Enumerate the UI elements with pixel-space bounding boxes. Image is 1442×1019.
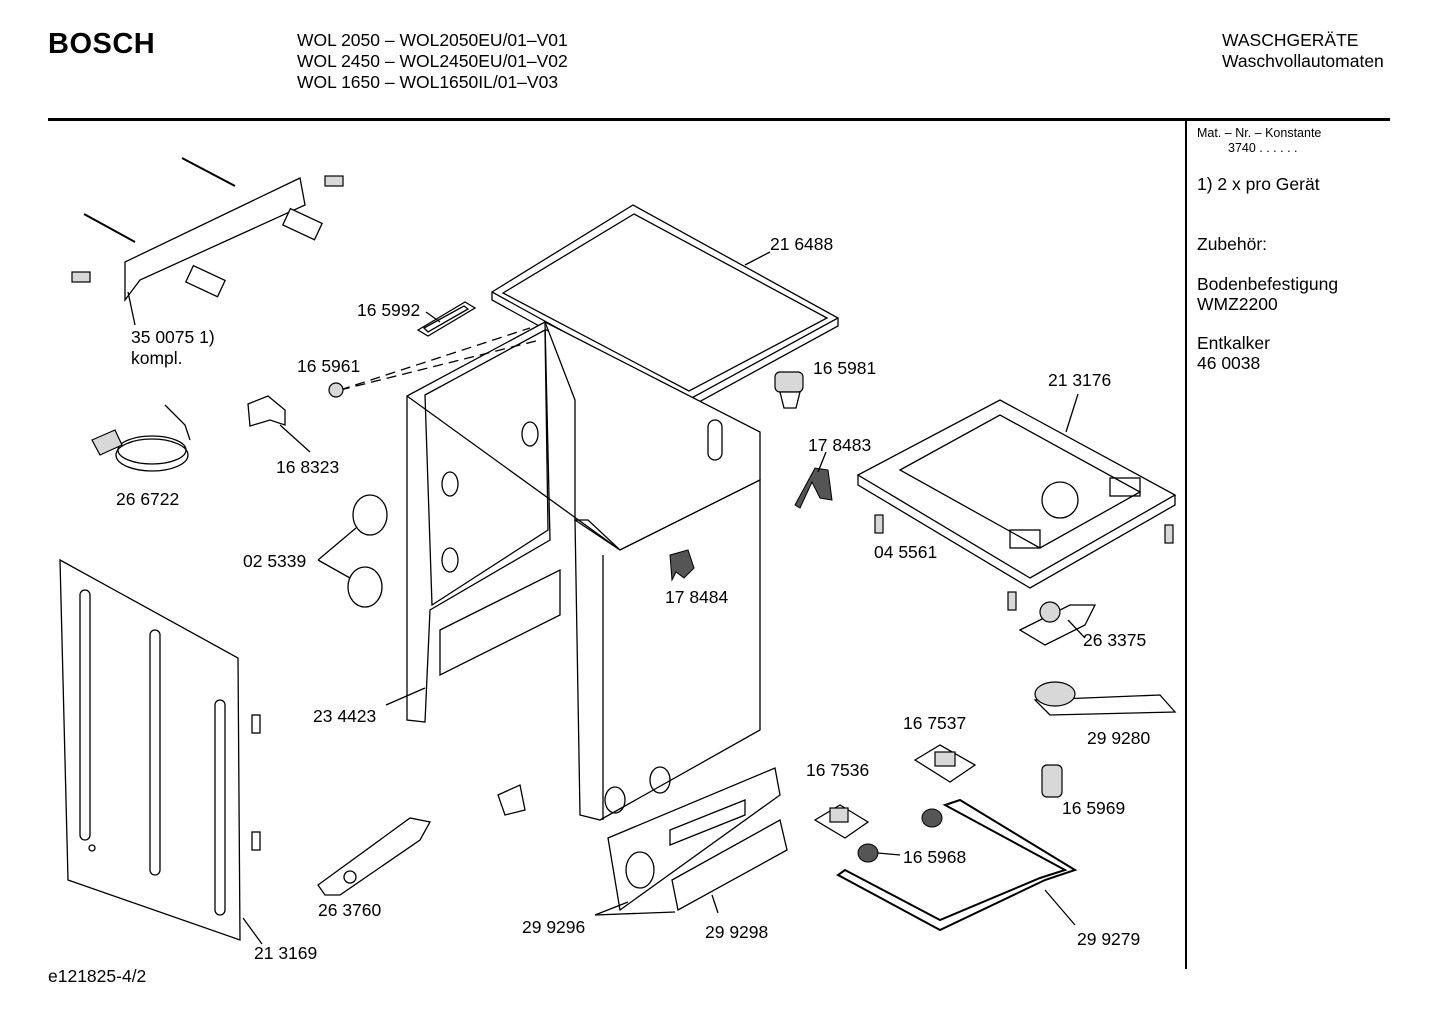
leader-line	[594, 911, 676, 916]
drawer-drawing	[671, 819, 788, 911]
part-label: 17 8483	[808, 435, 872, 455]
switch-drawing	[913, 744, 977, 783]
mounting-kit-drawing	[71, 157, 344, 302]
part-label: 35 0075 1)	[131, 327, 215, 347]
part-label: 17 8484	[665, 587, 729, 607]
leader-line	[385, 687, 426, 706]
part-label: 26 3375	[1083, 630, 1147, 650]
leader-line	[1065, 393, 1079, 433]
model-line: WOL 2050 – WOL2050EU/01–V01	[297, 30, 568, 50]
part-label: 16 8323	[276, 457, 340, 477]
accessories-title: Zubehör:	[1197, 234, 1268, 254]
part-label: 16 7537	[903, 713, 967, 733]
part-label: 16 5981	[813, 358, 877, 378]
label-plate-drawing	[416, 301, 477, 337]
part-label: 29 9279	[1077, 929, 1141, 949]
part-label: 02 5339	[243, 551, 307, 571]
mat-nr-label: Mat. – Nr. – Konstante	[1197, 126, 1322, 140]
latch-drawing	[669, 549, 695, 582]
accessory-code: WMZ2200	[1197, 294, 1278, 314]
part-label: 16 5992	[357, 300, 421, 320]
part-label: 21 3169	[254, 943, 318, 963]
wrench-drawing	[317, 817, 432, 896]
footnote: 1) 2 x pro Gerät	[1197, 174, 1320, 194]
base-frame-drawing	[856, 399, 1177, 589]
category-title: WASCHGERÄTE	[1222, 30, 1359, 50]
model-line: WOL 2450 – WOL2450EU/01–V02	[297, 51, 568, 71]
mount-drawing	[1018, 601, 1097, 646]
leader-line	[425, 311, 441, 323]
bracket-drawing	[497, 784, 526, 816]
leader-line	[594, 901, 629, 916]
part-label: 26 6722	[116, 489, 180, 509]
clip-drawing	[247, 395, 286, 427]
cabinet-drawing	[406, 320, 761, 821]
leader-line	[744, 251, 771, 266]
clip-drawing	[774, 371, 804, 409]
side-panel-drawing	[59, 558, 261, 941]
hinge-drawing	[794, 467, 833, 509]
category-subtitle: Waschvollautomaten	[1222, 51, 1384, 71]
part-label: 23 4423	[313, 706, 377, 726]
drawing-id: e121825-4/2	[48, 966, 147, 986]
accessory-name: Bodenbefestigung	[1197, 274, 1339, 294]
plug-drawing	[328, 382, 344, 398]
worktop-drawing	[490, 204, 840, 409]
part-label: 16 5969	[1062, 798, 1126, 818]
part-label: 16 5961	[297, 356, 361, 376]
model-line: WOL 1650 – WOL1650IL/01–V03	[297, 72, 559, 92]
power-cord-drawing	[91, 404, 191, 472]
part-label: kompl.	[131, 348, 183, 368]
part-label: 26 3760	[318, 900, 382, 920]
switch-drawing	[813, 804, 870, 839]
sensor-drawing	[1041, 764, 1063, 798]
leader-line	[317, 527, 357, 561]
part-label: 29 9280	[1087, 728, 1151, 748]
sidebar-rule	[1185, 119, 1187, 969]
accessory-code: 46 0038	[1197, 353, 1261, 373]
part-label: 16 5968	[903, 847, 967, 867]
bracket-drawing	[1033, 681, 1177, 716]
control-panel-drawing	[607, 767, 781, 912]
brand-logo: BOSCH	[48, 28, 156, 60]
part-label: 21 3176	[1048, 370, 1112, 390]
leader-line	[317, 559, 351, 579]
leader-line	[711, 894, 719, 914]
part-label: 16 7536	[806, 760, 870, 780]
leader-line	[242, 917, 263, 945]
leader-line	[1044, 889, 1076, 926]
mat-nr-value: 3740 . . . . . .	[1228, 141, 1298, 155]
leader-line	[127, 291, 136, 326]
knob-drawing	[857, 808, 943, 863]
part-label: 29 9296	[522, 917, 586, 937]
part-label: 29 9298	[705, 922, 769, 942]
accessory-name: Entkalker	[1197, 333, 1270, 353]
seal-drawing	[347, 494, 388, 608]
screw-drawing	[874, 514, 1174, 611]
wire-loop-drawing	[836, 798, 1078, 932]
category-block: WASCHGERÄTE Waschvollautomaten	[1222, 30, 1384, 72]
header-rule	[48, 118, 1390, 121]
leader-line	[279, 424, 311, 453]
part-label: 21 6488	[770, 234, 834, 254]
leader-line	[817, 451, 827, 473]
part-label: 04 5561	[874, 542, 938, 562]
leader-dashed	[339, 339, 541, 391]
model-list: WOL 2050 – WOL2050EU/01–V01 WOL 2450 – W…	[297, 30, 568, 93]
leader-line	[1067, 619, 1086, 639]
leader-dashed	[339, 327, 531, 391]
